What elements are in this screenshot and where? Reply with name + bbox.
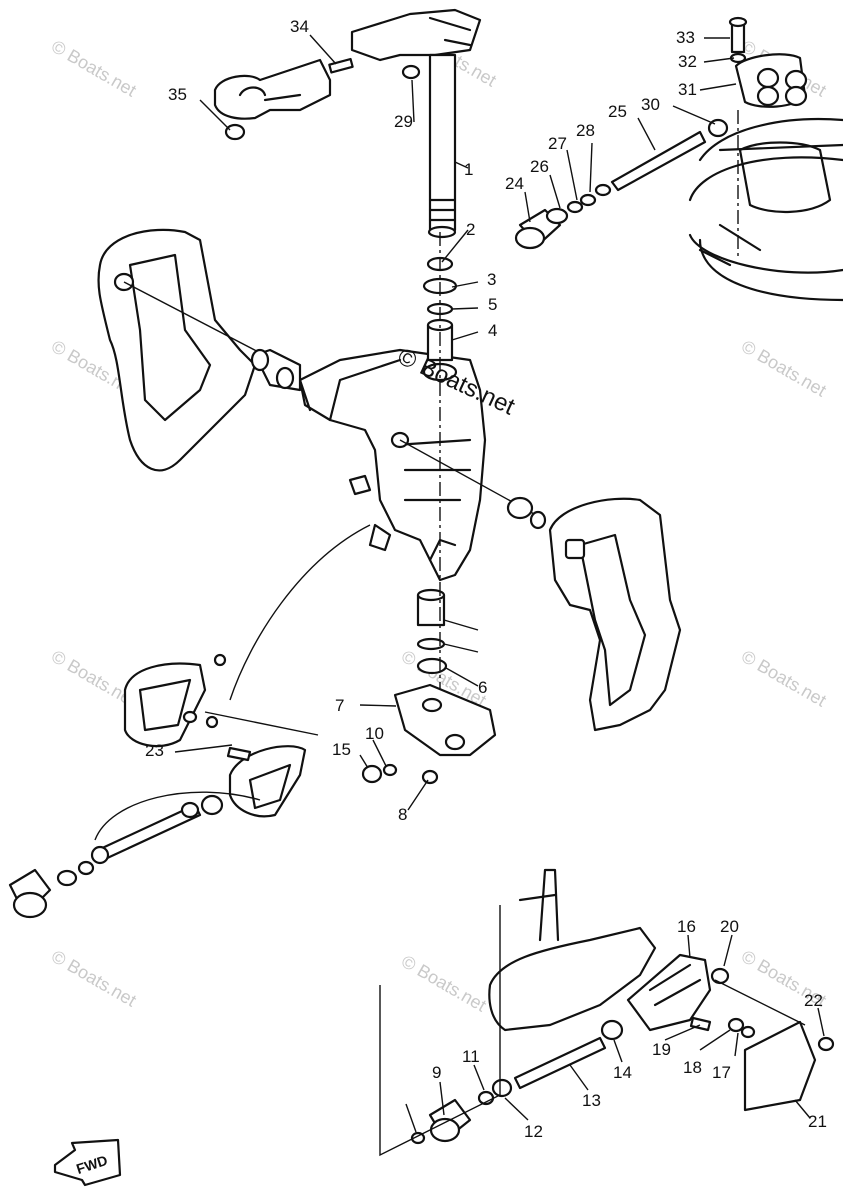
callout-10: 10: [365, 724, 384, 743]
left-lower-bolt: [8, 791, 261, 919]
lower-unit-housing: [488, 868, 657, 1032]
callout-28: 28: [576, 121, 595, 140]
callout-33: 33: [676, 28, 695, 47]
swivel-bracket: [250, 348, 546, 582]
engine-housing: [688, 117, 843, 302]
callout-15: 15: [332, 740, 351, 759]
callout-31: 31: [678, 80, 697, 99]
clamp-bracket-assembly: [728, 16, 808, 260]
callout-1: 1: [464, 160, 473, 179]
bracket-34-35: [213, 57, 354, 141]
callout-29: 29: [394, 112, 413, 131]
callout-4: 4: [488, 321, 497, 340]
watermark: © Boats.net: [738, 646, 830, 710]
shaft-bushings: [416, 232, 458, 700]
watermark: © Boats.net: [398, 951, 490, 1015]
callout-24: 24: [505, 174, 524, 193]
upper-mount-parts: [514, 118, 729, 250]
callout-6: 6: [478, 678, 487, 697]
fwd-direction-arrow: FWD: [53, 1138, 122, 1187]
callout-30: 30: [641, 95, 660, 114]
callout-32: 32: [678, 52, 697, 71]
callout-12: 12: [524, 1122, 543, 1141]
callout-35: 35: [168, 85, 187, 104]
callout-8: 8: [398, 805, 407, 824]
callout-leaders: [174, 34, 825, 1133]
steering-arm: [350, 8, 482, 239]
callout-numbers: 1 2 3 4 5 6 7 8 9 10 11 12 13 14 15 16 1…: [145, 17, 827, 1141]
right-clamp-bracket: [506, 496, 682, 732]
callout-20: 20: [720, 917, 739, 936]
callout-16: 16: [677, 917, 696, 936]
callout-23: 23: [145, 741, 164, 760]
watermark: © Boats.net: [48, 946, 140, 1010]
callout-26: 26: [530, 157, 549, 176]
callout-11: 11: [462, 1047, 480, 1066]
callout-13: 13: [582, 1091, 601, 1110]
callout-3: 3: [487, 270, 496, 289]
left-lower-mount: [123, 524, 371, 818]
callout-27: 27: [548, 134, 567, 153]
callout-22: 22: [804, 991, 823, 1010]
callout-14: 14: [613, 1063, 632, 1082]
lower-right-bracket: [626, 953, 835, 1112]
callout-25: 25: [608, 102, 627, 121]
callout-2: 2: [466, 220, 475, 239]
callout-9: 9: [432, 1063, 441, 1082]
watermark: © Boats.net: [48, 36, 140, 100]
callout-21: 21: [808, 1112, 827, 1131]
left-clamp-bracket: [97, 228, 271, 472]
lower-long-bolt: [379, 905, 624, 1157]
callout-7: 7: [335, 696, 344, 715]
callout-18: 18: [683, 1058, 702, 1077]
callout-34: 34: [290, 17, 309, 36]
callout-5: 5: [488, 295, 497, 314]
lower-mount-bracket: [361, 683, 497, 785]
callout-17: 17: [712, 1063, 731, 1082]
watermark: © Boats.net: [738, 336, 830, 400]
callout-19: 19: [652, 1040, 671, 1059]
